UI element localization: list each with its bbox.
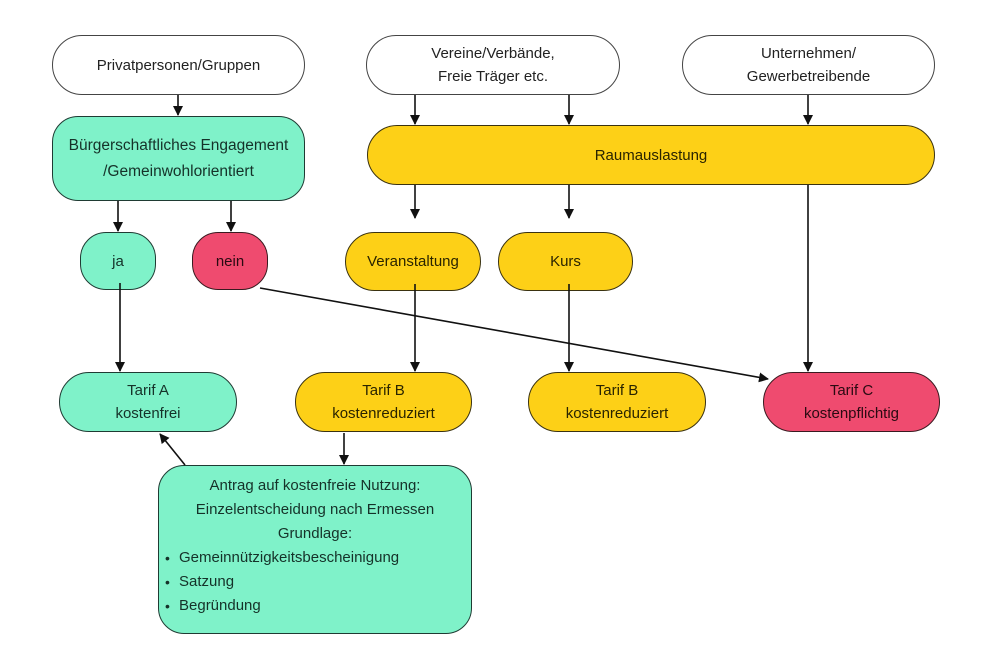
node-label: Vereine/Verbände, [431, 45, 555, 62]
node-unternehmen: Unternehmen/ Gewerbetreibende [682, 35, 935, 95]
node-tarif-c: Tarif C kostenpflichtig [763, 372, 940, 432]
node-privatpersonen: Privatpersonen/Gruppen [52, 35, 305, 95]
node-label: Tarif B [362, 382, 405, 399]
node-label: Privatpersonen/Gruppen [96, 56, 261, 74]
node-label: Bürgerschaftliches Engagement [68, 136, 289, 154]
node-antrag: Antrag auf kostenfreie Nutzung: Einzelen… [158, 465, 472, 634]
list-item-label: Gemeinnützigkeitsbescheinigung [179, 549, 400, 566]
node-label: Unternehmen/ [760, 45, 857, 62]
node-kurs: Kurs [498, 232, 633, 291]
node-label: Kurs [550, 253, 581, 270]
antrag-subtitle: Einzelentscheidung nach Ermessen [195, 501, 435, 518]
node-engagement: Bürgerschaftliches Engagement /Gemeinwoh… [52, 116, 305, 201]
node-nein: nein [192, 232, 268, 290]
node-tarif-b-kurs: Tarif B kostenreduziert [528, 372, 706, 432]
node-label: kostenreduziert [565, 405, 669, 422]
antrag-title: Antrag auf kostenfreie Nutzung: [209, 477, 421, 494]
node-label: Gewerbetreibende [746, 68, 871, 85]
node-tarif-b-veranstaltung: Tarif B kostenreduziert [295, 372, 472, 432]
node-label: kostenpflichtig [803, 405, 900, 422]
node-tarif-a: Tarif A kostenfrei [59, 372, 237, 432]
bullet-icon: • [165, 550, 170, 566]
node-label: Veranstaltung [367, 253, 459, 270]
bullet-icon: • [165, 574, 170, 590]
node-label: Tarif B [595, 382, 639, 399]
node-raumauslastung: Raumauslastung [367, 125, 935, 185]
node-ja: ja [80, 232, 156, 290]
list-item-label: Satzung [179, 573, 235, 590]
antrag-requirements-list: • Gemeinnützigkeitsbescheinigung • Satzu… [153, 546, 477, 618]
list-item: • Begründung [165, 594, 477, 618]
node-label: ja [112, 252, 124, 270]
node-label: nein [215, 252, 245, 270]
bullet-icon: • [165, 598, 170, 614]
antrag-basis-label: Grundlage: [277, 525, 353, 542]
list-item: • Satzung [165, 570, 477, 594]
edge-nein-tarif-c [259, 287, 769, 383]
node-veranstaltung: Veranstaltung [345, 232, 481, 291]
node-label: Tarif A [127, 382, 169, 399]
node-vereine: Vereine/Verbände, Freie Träger etc. [366, 35, 620, 95]
node-label: kostenfrei [115, 405, 181, 422]
list-item: • Gemeinnützigkeitsbescheinigung [165, 546, 477, 570]
edge-antrag-tarif-a [159, 433, 186, 466]
node-label: Freie Träger etc. [437, 68, 549, 85]
list-item-label: Begründung [179, 597, 261, 614]
node-label: kostenreduziert [332, 405, 435, 422]
node-label: /Gemeinwohlorientiert [103, 162, 254, 180]
node-label: Raumauslastung [594, 146, 708, 164]
node-label: Tarif C [829, 382, 874, 399]
